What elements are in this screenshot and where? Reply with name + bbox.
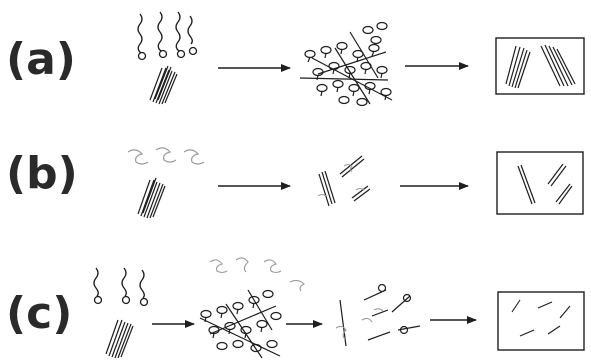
coated-nanotubes-c	[200, 290, 281, 358]
nanotube-bundle-b	[138, 178, 165, 218]
row-a	[138, 12, 584, 106]
result-box-c	[498, 292, 584, 350]
surfactant-shells-c	[210, 258, 304, 291]
result-box-b	[497, 152, 583, 214]
stabilizer-molecules-c	[94, 268, 148, 306]
nanotube-bundle-c	[106, 320, 133, 358]
row-c	[94, 258, 584, 358]
stabilizer-molecules-a	[138, 12, 197, 60]
nanotube-bundle-a	[150, 66, 177, 104]
dispersed-nanotubes-c	[340, 285, 420, 347]
row-b	[128, 148, 583, 218]
surfactant-shells-b	[128, 148, 204, 164]
dispersed-nanotubes-b	[319, 156, 370, 206]
coated-nanotubes-a	[300, 23, 392, 106]
